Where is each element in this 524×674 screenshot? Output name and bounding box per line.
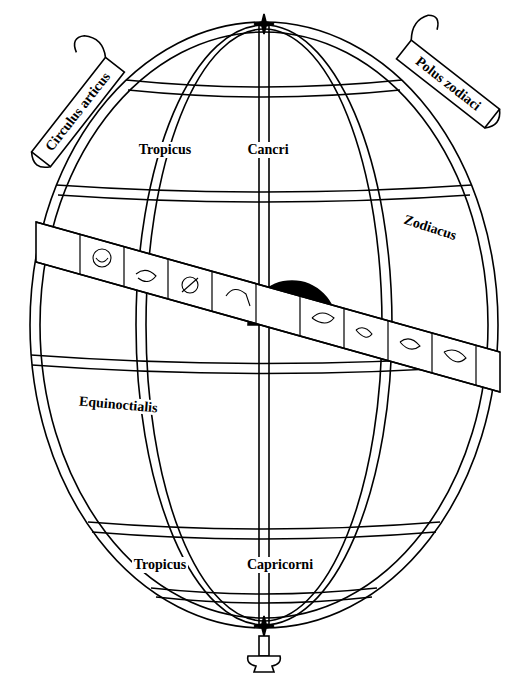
circle-label: Tropicus — [132, 557, 188, 572]
circle-label: Cancri — [245, 142, 290, 157]
circle-label: Capricorni — [245, 557, 315, 572]
circle-label: Tropicus — [137, 142, 193, 157]
